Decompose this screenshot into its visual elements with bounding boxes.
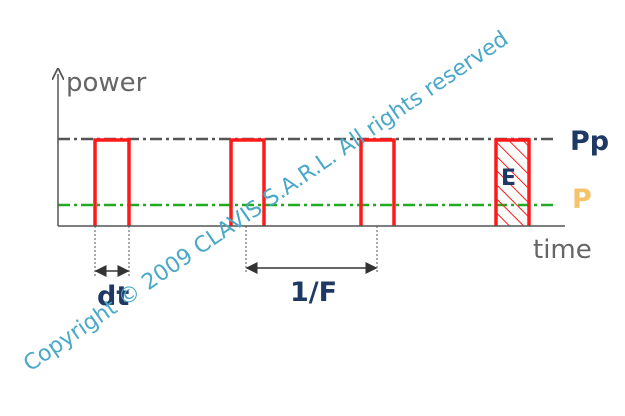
pulse-train (93, 138, 531, 226)
pulse-2 (229, 138, 266, 226)
peak-power-label: Pp (570, 126, 609, 157)
pulse-4 (494, 138, 531, 226)
pulse-1 (93, 138, 131, 226)
period-label: 1/F (290, 277, 337, 308)
energy-label: E (501, 166, 516, 191)
pulse-3 (359, 138, 396, 226)
average-power-label: P (572, 184, 592, 215)
pulse-width-label: dt (97, 281, 129, 312)
time-axis-label: time (533, 235, 592, 265)
power-axis-label: power (66, 68, 147, 98)
energy-hatch (496, 141, 529, 226)
